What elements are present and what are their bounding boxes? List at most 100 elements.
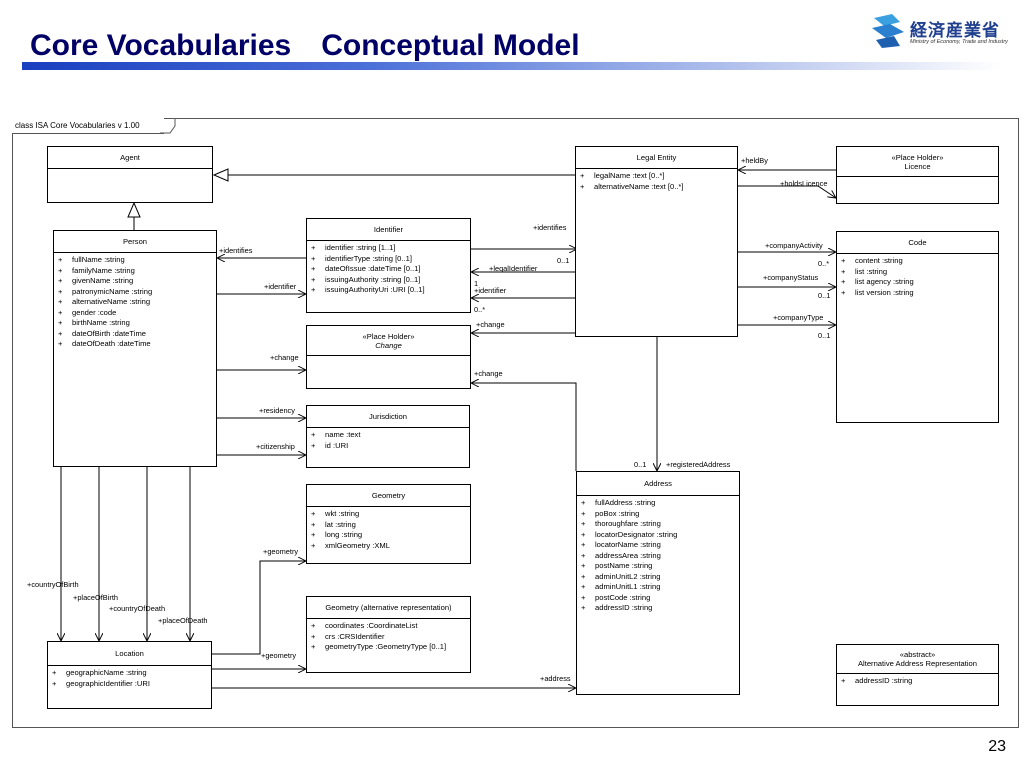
- attribute-row: +birthName :string: [58, 318, 130, 327]
- logo-text-en: Ministry of Economy, Trade and Industry: [910, 39, 1008, 45]
- attribute-row: +crs :CRSIdentifier: [311, 631, 385, 641]
- page-number: 23: [988, 738, 1006, 755]
- class-identifier[interactable]: Identifier +identifier :string [1..1] +i…: [306, 218, 471, 313]
- class-jurisdiction[interactable]: Jurisdiction +name :text +id :URI: [306, 405, 470, 468]
- label-company-activity: +companyActivity: [765, 241, 823, 250]
- attribute-row: +list version :string: [841, 287, 914, 297]
- label-multiplicity: 0..1: [634, 460, 647, 469]
- attribute-row: +locatorName :string: [581, 540, 661, 549]
- label-place-of-birth: +placeOfBirth: [73, 593, 118, 602]
- label-multiplicity: 0..1: [557, 256, 570, 265]
- attribute-row: +addressID :string: [581, 603, 653, 612]
- attribute-row: +postCode :string: [581, 592, 651, 602]
- class-licence[interactable]: «Place Holder» Licence: [836, 146, 999, 204]
- label-change-legalentity: +change: [476, 320, 505, 329]
- label-country-of-death: +countryOfDeath: [109, 604, 166, 613]
- attribute-row: +alternativeName :text [0..*]: [580, 181, 684, 191]
- class-location[interactable]: Location +geographicName :string +geogra…: [47, 641, 212, 709]
- attribute-row: +dateOfBirth :dateTime: [58, 328, 147, 338]
- label-company-type: +companyType: [773, 313, 824, 322]
- class-person[interactable]: Person +fullName :string +familyName :st…: [53, 230, 217, 467]
- label-multiplicity: 0..*: [818, 259, 830, 268]
- attribute-row: +geographicName :string: [52, 668, 147, 677]
- class-geometry[interactable]: Geometry +wkt :string +lat :string +long…: [306, 484, 471, 564]
- attribute-row: +fullName :string: [58, 255, 125, 264]
- class-legal-entity[interactable]: Legal Entity +legalName :text [0..*] +al…: [575, 146, 738, 337]
- assoc-address-change: [471, 383, 577, 471]
- attribute-row: +xmlGeometry :XML: [311, 540, 390, 550]
- attribute-row: +list :string: [841, 266, 888, 276]
- attribute-row: +geometryType :GeometryType [0..1]: [311, 642, 447, 651]
- label-multiplicity: 0..1: [818, 291, 831, 300]
- label-multiplicity: 1: [474, 279, 479, 288]
- attribute-row: +content :string: [841, 256, 903, 265]
- label-identifier-person: +identifier: [264, 282, 297, 291]
- attribute-row: +poBox :string: [581, 508, 640, 518]
- attribute-row: +gender :code: [58, 307, 117, 317]
- class-legal-entity-name: Legal Entity: [636, 153, 677, 162]
- class-geometry-name: Geometry: [371, 491, 406, 500]
- attribute-row: +givenName :string: [58, 276, 134, 285]
- class-agent-name: Agent: [120, 153, 140, 162]
- attribute-row: +adminUnitL1 :string: [581, 582, 661, 591]
- diagram-frame-label: class ISA Core Vocabularies v 1.00: [12, 118, 164, 134]
- logo-text-jp: 経済産業省: [910, 21, 1000, 41]
- label-identifier-legalentity: +identifier: [474, 286, 507, 295]
- attribute-row: +wkt :string: [311, 509, 360, 518]
- page-title: Core Vocabularies Conceptual Model: [30, 29, 580, 62]
- class-person-name: Person: [122, 237, 148, 246]
- frame-tab-corner: [160, 118, 176, 134]
- attribute-row: +issuingAuthority :string [0..1]: [311, 274, 421, 284]
- class-jurisdiction-name: Jurisdiction: [369, 412, 407, 421]
- class-address-name: Address: [644, 479, 672, 488]
- attribute-row: +id :URI: [311, 440, 349, 450]
- attribute-row: +lat :string: [311, 519, 356, 529]
- generalization-arrowhead-agent-right: [212, 168, 229, 182]
- label-multiplicity: 0..1: [818, 331, 831, 340]
- attribute-row: +name :text: [311, 430, 361, 439]
- label-geometry-2: +geometry: [261, 651, 297, 660]
- assoc-legalentity-licence-holdslicence: [738, 185, 836, 198]
- label-geometry-1: +geometry: [263, 547, 299, 556]
- attribute-row: +adminUnitL2 :string: [581, 571, 661, 581]
- attribute-row: +dateOfDeath :dateTime: [58, 339, 151, 348]
- attribute-row: +identifierType :string [0..1]: [311, 253, 412, 263]
- label-holds-licence: +holdsLicence: [780, 179, 828, 188]
- class-agent[interactable]: Agent: [47, 146, 213, 203]
- attribute-row: +coordinates :CoordinateList: [311, 621, 418, 630]
- class-change[interactable]: «Place Holder» Change: [306, 325, 471, 389]
- class-location-name: Location: [115, 649, 144, 658]
- generalization-arrowhead-agent-bottom: [127, 201, 141, 218]
- attribute-row: +dateOfIssue :dateTime [0..1]: [311, 264, 421, 273]
- class-address[interactable]: Address +fullAddress :string +poBox :str…: [576, 471, 740, 695]
- class-alternative-address[interactable]: «abstract» Alternative Address Represent…: [836, 644, 999, 706]
- attribute-row: +issuingAuthorityUri :URI [0..1]: [311, 285, 425, 294]
- class-code[interactable]: Code +content :string +list :string +lis…: [836, 231, 999, 423]
- label-country-of-birth: +countryOfBirth: [27, 580, 79, 589]
- attribute-row: +familyName :string: [58, 265, 135, 275]
- class-code-name: Code: [908, 238, 927, 247]
- label-legal-identifier: +legalIdentifier: [489, 264, 538, 273]
- assoc-location-geometry: [212, 561, 306, 655]
- attribute-row: +locatorDesignator :string: [581, 529, 678, 539]
- meti-logo-icon: [872, 14, 904, 48]
- class-geometry-alternative-name: Geometry (alternative representation): [325, 603, 452, 612]
- class-geometry-alternative[interactable]: Geometry (alternative representation) +c…: [306, 596, 471, 673]
- label-company-status: +companyStatus: [763, 273, 819, 282]
- attribute-row: +postName :string: [581, 561, 653, 570]
- label-identifies-person: +identifies: [219, 246, 253, 255]
- attribute-row: +identifier :string [1..1]: [311, 243, 396, 252]
- label-multiplicity: 0..*: [474, 305, 486, 314]
- attribute-row: +patronymicName :string: [58, 286, 153, 296]
- attribute-row: +long :string: [311, 530, 363, 539]
- label-address: +address: [540, 674, 571, 683]
- class-licence-name: Licence: [904, 161, 931, 171]
- attribute-row: +thoroughfare :string: [581, 519, 661, 528]
- diagram-frame: [12, 118, 1019, 728]
- attribute-row: +list agency :string: [841, 277, 914, 286]
- label-registered-address: +registeredAddress: [666, 460, 731, 469]
- ministry-logo: 経済産業省 Ministry of Economy, Trade and Ind…: [870, 12, 1020, 52]
- attribute-row: +alternativeName :string: [58, 297, 151, 306]
- label-held-by: +heldBy: [741, 156, 768, 165]
